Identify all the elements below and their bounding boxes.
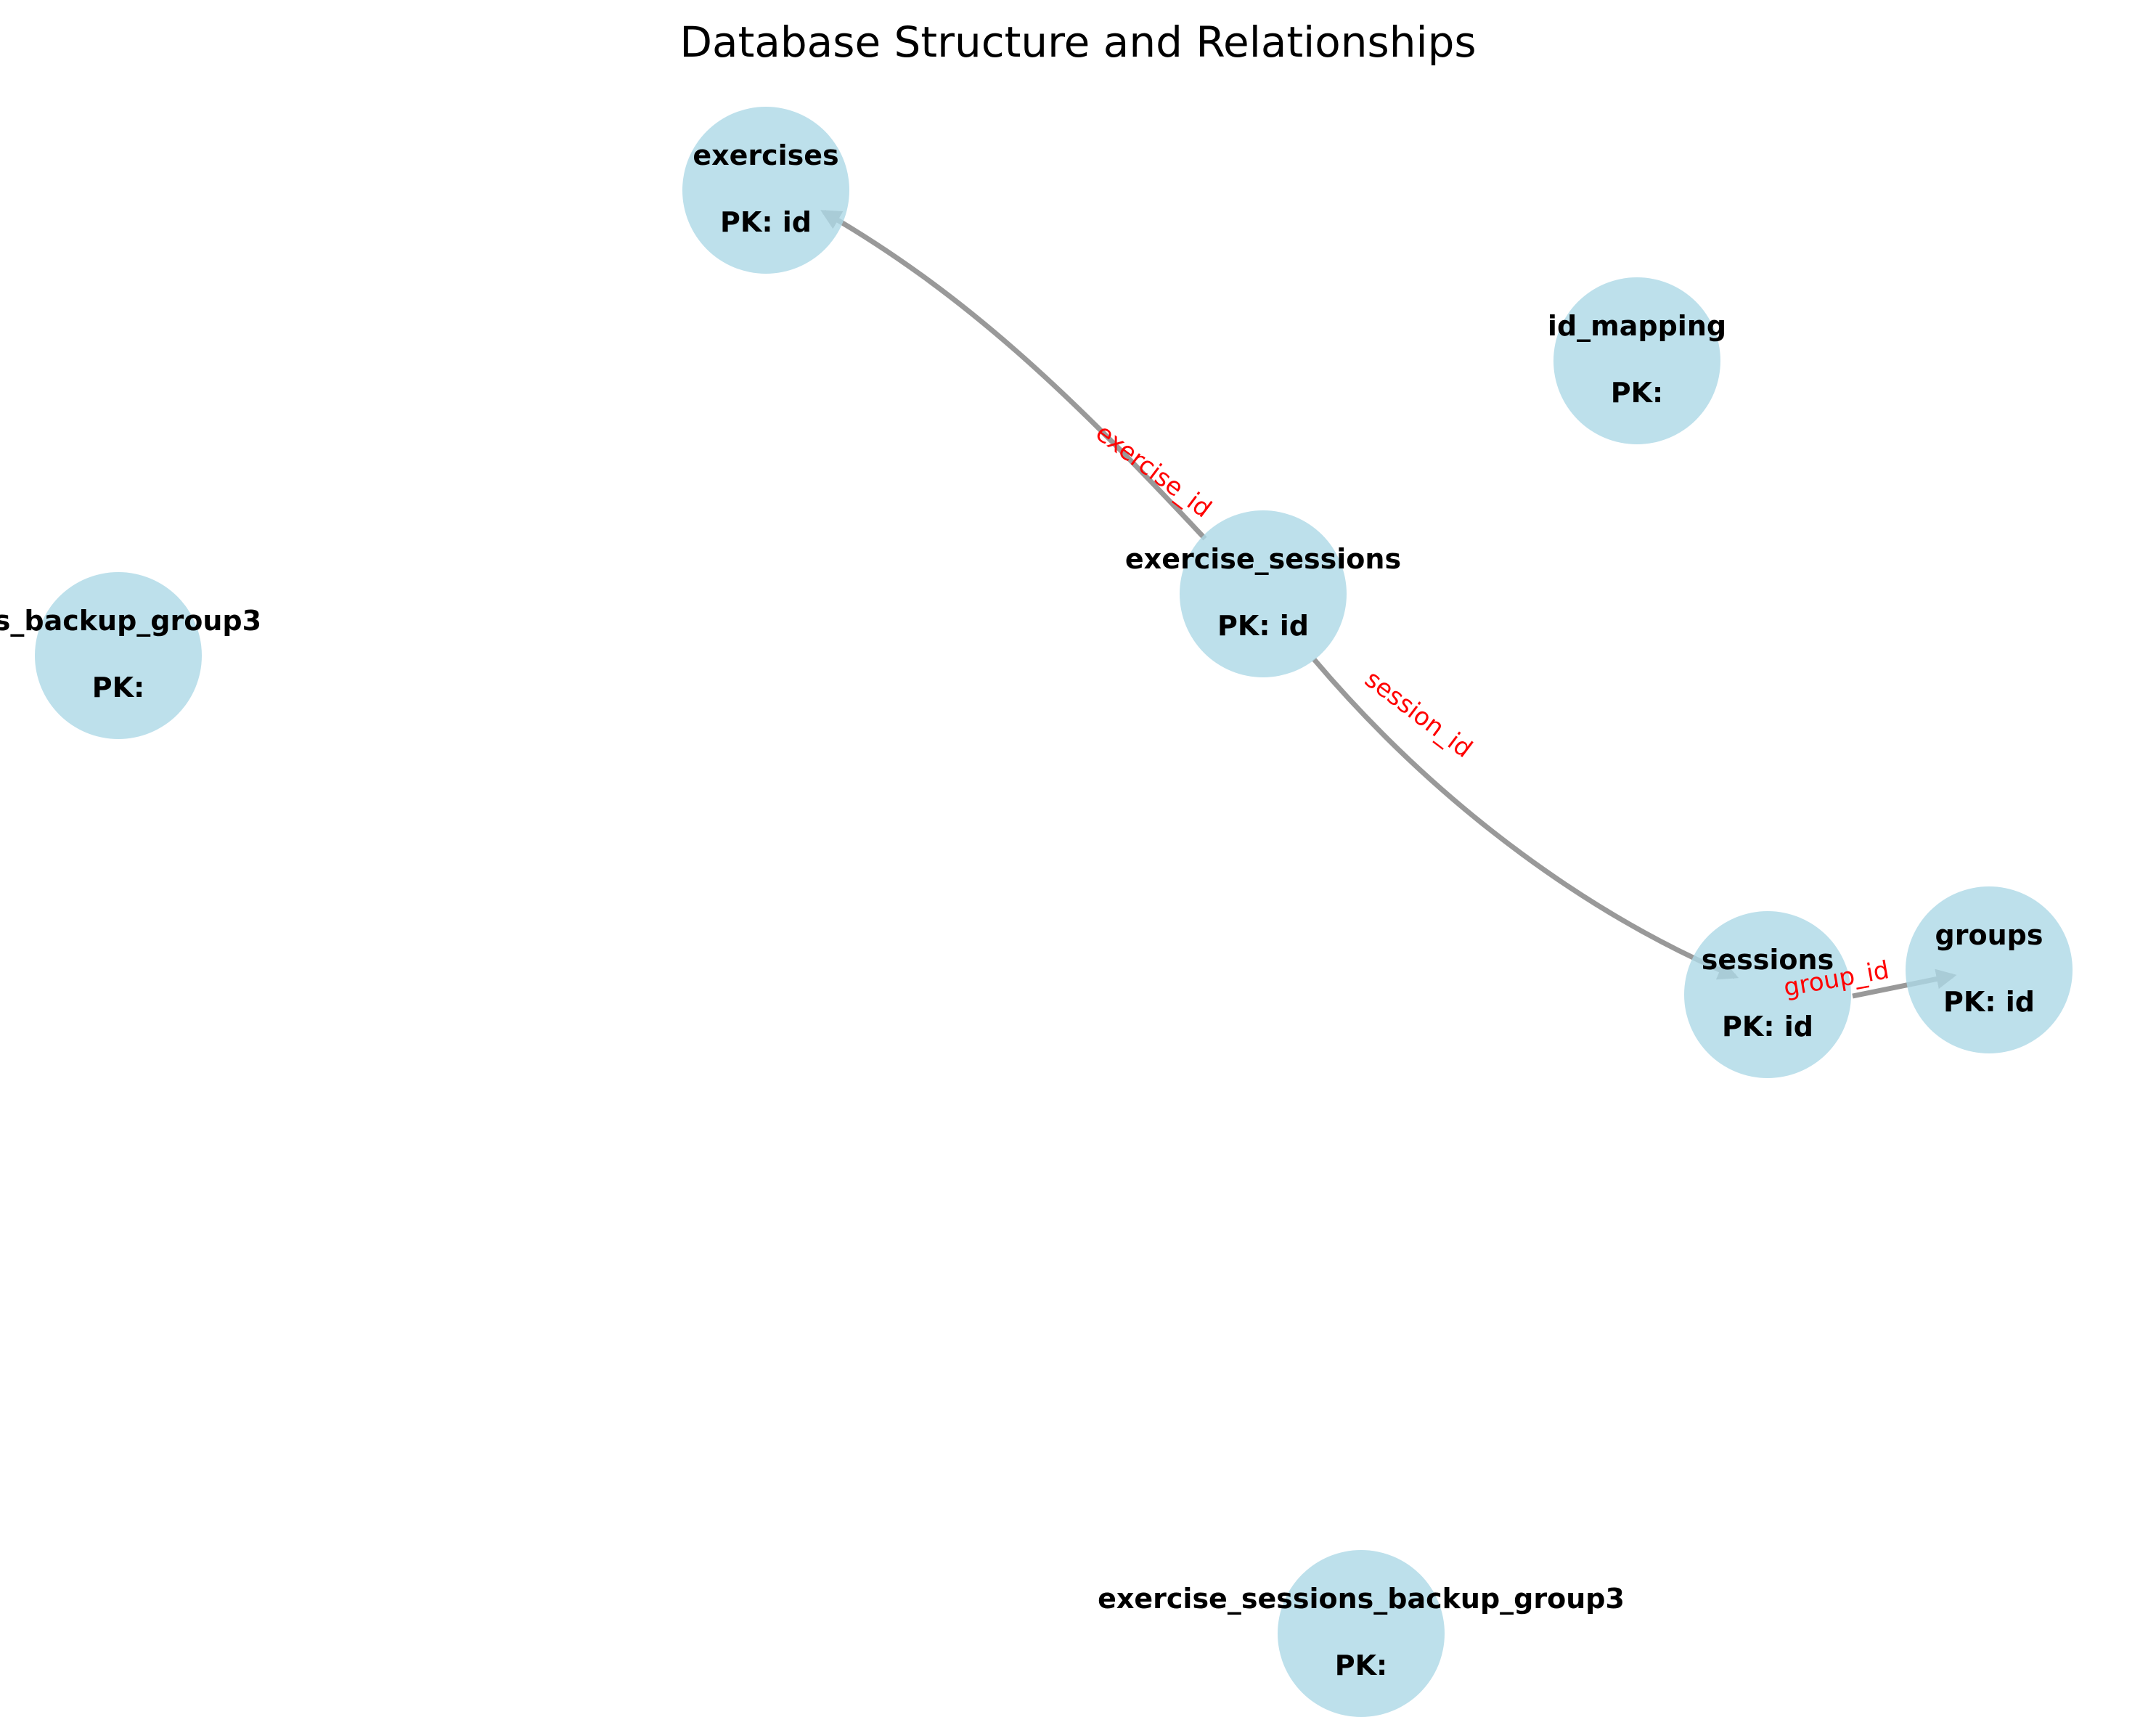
node-table-name: id_mapping — [1548, 310, 1726, 342]
node-circle — [682, 107, 849, 274]
node-circle — [1180, 510, 1347, 677]
node-primary-key: PK: — [1611, 377, 1664, 409]
node-primary-key: PK: id — [1722, 1011, 1813, 1043]
node-primary-key: PK: — [1335, 1649, 1388, 1681]
node-primary-key: PK: id — [1217, 610, 1309, 642]
node-table-name: groups — [1935, 919, 2043, 951]
node-table-name: exercises — [693, 139, 838, 171]
diagram-title: Database Structure and Relationships — [679, 17, 1476, 67]
edge-exercise_sessions-to-exercises — [820, 209, 1207, 541]
node-circle — [35, 572, 202, 739]
edge-exercise_sessions-to-sessions — [1312, 657, 1739, 980]
node-table-name: exercise_sessions_backup_group3 — [1098, 1583, 1625, 1615]
node-primary-key: PK: id — [1943, 986, 2035, 1018]
node-circle — [1553, 277, 1720, 444]
node-table-name: sessions — [1702, 944, 1834, 976]
node-table-name: es_backup_group3 — [0, 605, 261, 637]
node-circle — [1684, 911, 1851, 1078]
node-primary-key: PK: — [92, 672, 145, 703]
node-circle — [1278, 1550, 1445, 1717]
node-circle — [1906, 886, 2073, 1053]
node-primary-key: PK: id — [720, 206, 812, 238]
node-table-name: exercise_sessions — [1125, 543, 1401, 575]
